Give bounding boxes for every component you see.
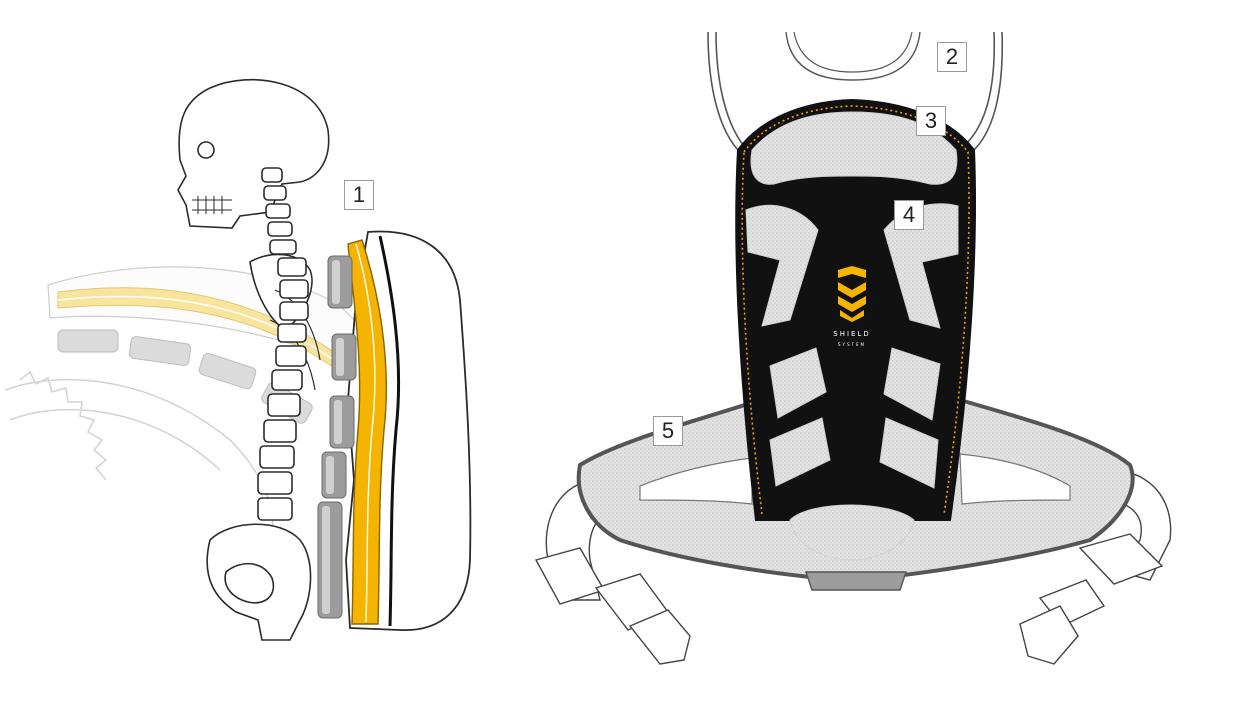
shield-logo-icon [838,266,866,322]
right-pad-3 [879,417,939,489]
buckle-icon [534,533,1164,665]
left-pad-2 [769,347,827,419]
skeleton-icon [177,78,330,641]
mesh-pads [745,111,959,561]
neck-loop [785,31,921,81]
shoulder-straps [707,31,1004,151]
callout-3: 3 [916,106,946,136]
logo-wordmark: SHIELD [833,330,870,338]
cervical-vertebrae [261,167,297,255]
bent-posture-ghost [4,266,370,541]
back-protector-side-view [317,230,472,631]
spine-icon [257,257,309,521]
ghost-spine [4,370,274,541]
right-pad-2 [883,347,941,421]
bottom-pad [789,504,915,561]
left-pad-3 [769,417,831,487]
upper-pad [750,111,958,185]
callout-4: 4 [894,200,924,230]
callout-5: 5 [653,416,683,446]
callout-2: 2 [937,42,967,72]
yellow-foam-layer [347,239,388,625]
logo-subtitle: SYSTEM [838,342,866,347]
callout-1: 1 [344,180,374,210]
left-wing-pad-1 [745,204,819,327]
